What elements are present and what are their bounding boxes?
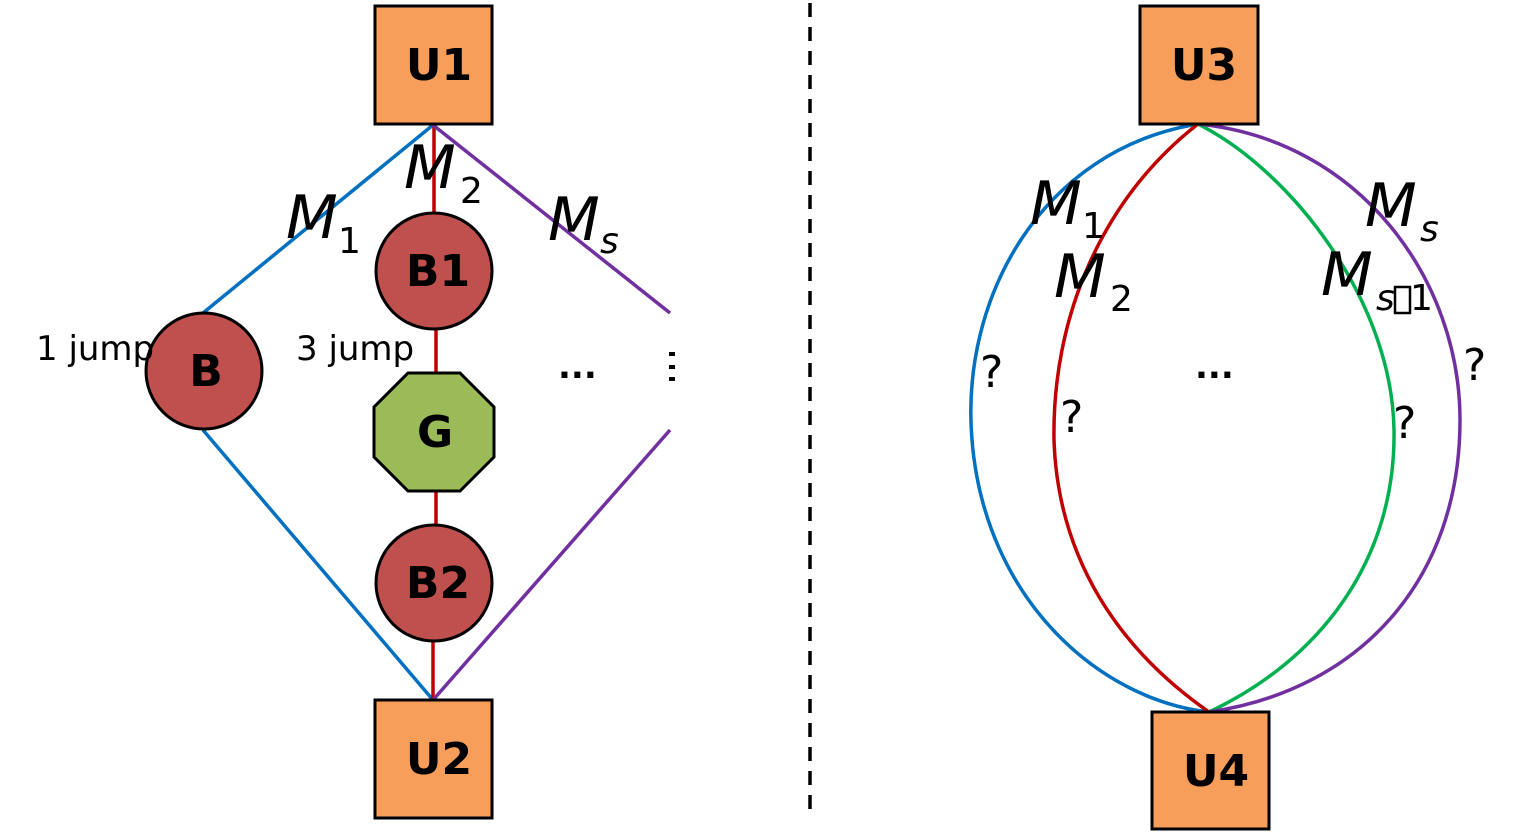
curve-label-ms-1-symbol: M [1321, 240, 1373, 310]
edge-ms-top [431, 123, 672, 315]
path-label-m2-subscript: 2 [460, 171, 483, 212]
ellipsis-horizontal: ... [558, 347, 597, 387]
path-label-m2: M 2 [404, 133, 483, 212]
curve-m2 [1052, 122, 1211, 714]
edge-ms-bottom [431, 428, 672, 702]
curve-label-m2: M 2 [1054, 242, 1133, 320]
curve-label-m1: M 1 [1030, 169, 1105, 247]
bad-node-b1[interactable]: B1 [374, 211, 494, 331]
curve-m1 [969, 122, 1210, 714]
path-label-m1: M 1 [286, 183, 361, 262]
path-label-m1-symbol: M [286, 183, 338, 253]
curve-label-ms-subscript: s [1420, 209, 1439, 250]
curve-label-m2-symbol: M [1054, 242, 1106, 312]
good-node-g-label: G [417, 407, 453, 458]
bad-node-b1-label: B1 [406, 246, 470, 297]
user-node-u3[interactable]: U3 [1138, 4, 1260, 126]
unknown-mark-m1: ? [980, 347, 1003, 398]
user-node-u4-label: U4 [1183, 746, 1249, 797]
curve-label-ms: M s [1365, 171, 1439, 250]
curve-label-m2-subscript: 2 [1110, 279, 1133, 320]
ellipsis-horizontal-right: ... [1195, 347, 1234, 387]
bad-node-b-label: B [189, 346, 223, 397]
path-label-ms-subscript: s [600, 221, 619, 262]
curve-ms [1197, 122, 1462, 714]
user-node-u3-label: U3 [1171, 40, 1237, 91]
user-node-u2[interactable]: U2 [373, 698, 494, 820]
missing-glyph-box [1393, 285, 1412, 315]
bad-node-b[interactable]: B [144, 311, 264, 431]
curve-label-m1-symbol: M [1030, 169, 1082, 239]
edge-m1-bottom [201, 428, 435, 702]
unknown-mark-ms-1: ? [1393, 398, 1416, 449]
unknown-mark-m2: ? [1060, 392, 1083, 443]
bad-node-b2[interactable]: B2 [374, 523, 494, 643]
path-label-m1-subscript: 1 [338, 221, 361, 262]
user-node-u1[interactable]: U1 [373, 4, 494, 126]
user-node-u4[interactable]: U4 [1150, 710, 1271, 831]
edge-m1-top [201, 123, 435, 315]
bad-node-b2-label: B2 [406, 558, 470, 609]
user-node-u2-label: U2 [406, 734, 472, 785]
path-label-m2-symbol: M [404, 133, 456, 203]
left-panel: U1 U2 B B1 G B2 M 1 [36, 4, 675, 820]
right-panel: U3 U4 M 1 M 2 M s 1 M s ? ? ? ? [969, 4, 1486, 831]
curve-label-ms-symbol: M [1365, 171, 1417, 241]
curve-ms-1 [1197, 122, 1396, 714]
hop-label-m1: 1 jump [36, 329, 154, 369]
path-label-ms: M s [548, 185, 619, 262]
curve-label-m1-subscript: 1 [1082, 206, 1105, 247]
user-node-u1-label: U1 [406, 40, 472, 91]
curve-label-ms-1-subscript-tail: 1 [1410, 278, 1433, 319]
curve-label-ms-1: M s 1 [1321, 240, 1433, 319]
ellipsis-vertical [669, 352, 675, 381]
path-label-ms-symbol: M [548, 185, 600, 255]
unknown-mark-ms: ? [1463, 340, 1486, 391]
curve-label-ms-1-subscript: s [1376, 278, 1395, 319]
hop-label-m2: 3 jump [296, 329, 414, 369]
good-node-g[interactable]: G [372, 371, 496, 493]
